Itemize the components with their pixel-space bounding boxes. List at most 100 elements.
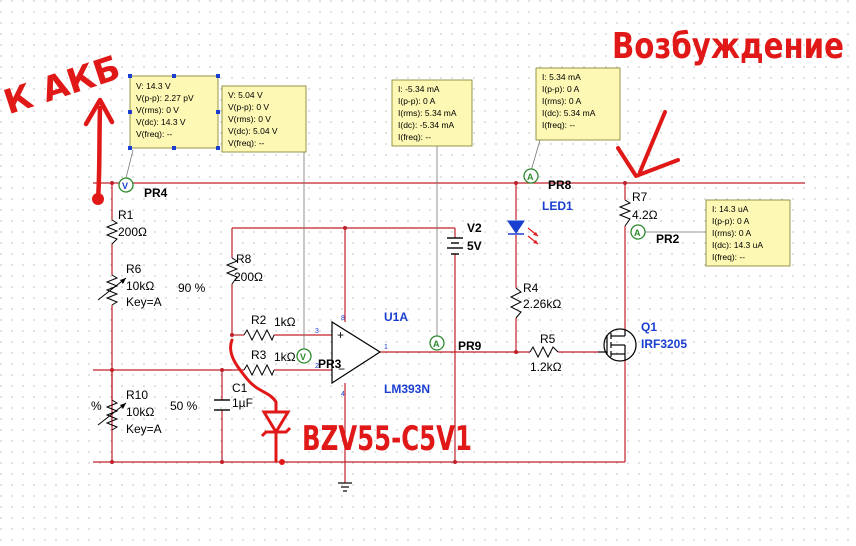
probe-line: I(freq): -- [542, 120, 575, 130]
value-r10: 10kΩ [126, 405, 154, 419]
probe-line: V(p-p): 0 V [228, 102, 269, 112]
label-pr3: PR3 [318, 357, 342, 371]
probe-line: I(rms): 0 A [712, 228, 752, 238]
label-r1: R1 [118, 208, 134, 222]
ammeter-pr2-icon[interactable]: A [630, 224, 646, 240]
component-labels: PR4 PR8 PR2 PR9 PR3 R1 200Ω R6 10kΩ Key=… [91, 178, 687, 436]
led1-symbol [507, 220, 539, 245]
label-q1: Q1 [641, 320, 657, 334]
probe-box-pr8[interactable]: I: 5.34 mA I(p-p): 0 A I(rms): 0 A I(dc)… [535, 67, 621, 141]
label-led1: LED1 [542, 199, 573, 213]
value-r7: 4.2Ω [632, 208, 658, 222]
probe-line: I: 14.3 uA [712, 204, 749, 214]
percent-clipped: % [91, 399, 102, 413]
percent-r6: 90 % [178, 281, 206, 295]
svg-text:A: A [527, 172, 534, 182]
arrow-up-icon [95, 105, 103, 203]
probe-line: I: -5.34 mA [398, 84, 440, 94]
label-v2: V2 [467, 221, 482, 235]
probe-line: V(p-p): 2.27 pV [136, 93, 194, 103]
ammeter-pr9-icon[interactable]: A [429, 335, 445, 351]
value-v2: 5V [467, 239, 482, 253]
probe-meters: V V A A A [118, 168, 646, 364]
label-r7: R7 [632, 190, 648, 204]
probe-box-pr3[interactable]: V: 5.04 V V(p-p): 0 V V(rms): 0 V V(dc):… [221, 85, 307, 153]
label-r10: R10 [126, 388, 148, 402]
label-r8: R8 [236, 252, 252, 266]
svg-text:1: 1 [384, 344, 388, 351]
label-u1a: U1A [384, 310, 408, 324]
label-r6: R6 [126, 262, 142, 276]
label-r3: R3 [251, 348, 267, 362]
voltmeter-pr3-icon[interactable]: V [296, 348, 312, 364]
label-lm393n: LM393N [384, 382, 430, 396]
value-r6: 10kΩ [126, 279, 154, 293]
probe-line: I(freq): -- [398, 132, 431, 142]
label-pr8: PR8 [548, 178, 572, 192]
mosfet-q1 [598, 328, 637, 362]
pot-arrows [120, 278, 126, 409]
annotation-zener: BZV55-C5V1 [302, 419, 472, 459]
probe-line: I(freq): -- [712, 252, 745, 262]
ammeter-pr8-icon[interactable]: A [523, 168, 539, 184]
probe-box-pr2[interactable]: I: 14.3 uA I(p-p): 0 A I(rms): 0 A I(dc)… [705, 199, 791, 267]
ground-symbol [338, 482, 352, 492]
probe-line: I(dc): -5.34 mA [398, 120, 455, 130]
svg-text:2: 2 [315, 363, 319, 370]
probe-line: I(rms): 0 A [542, 96, 582, 106]
label-pr4: PR4 [144, 186, 168, 200]
probe-line: I(rms): 5.34 mA [398, 108, 457, 118]
svg-text:4: 4 [341, 391, 345, 398]
percent-r10: 50 % [170, 399, 198, 413]
value-q1: IRF3205 [641, 337, 687, 351]
voltmeter-pr4-icon[interactable]: V [118, 177, 134, 193]
probe-leaders [125, 139, 706, 350]
probe-line: V(rms): 0 V [136, 105, 179, 115]
svg-text:A: A [433, 339, 440, 349]
svg-text:3: 3 [315, 328, 319, 335]
capacitor-c1 [214, 399, 230, 411]
probe-line: V(dc): 5.04 V [228, 126, 278, 136]
value-c1: 1µF [232, 396, 253, 410]
battery-v2 [447, 237, 463, 255]
probe-line: I: 5.34 mA [542, 72, 581, 82]
probe-line: I(p-p): 0 A [398, 96, 436, 106]
key-r10: Key=A [126, 422, 162, 436]
svg-text:−: − [338, 362, 345, 376]
opamp-u1a: + − 3 2 1 8 4 [315, 315, 388, 398]
label-pr9: PR9 [458, 339, 482, 353]
probe-box-pr4[interactable]: V: 14.3 V V(p-p): 2.27 pV V(rms): 0 V V(… [128, 74, 220, 150]
annotation-excitation: Возбуждение [612, 26, 844, 67]
value-r3: 1kΩ [274, 350, 296, 364]
probe-line: I(p-p): 0 A [542, 84, 580, 94]
value-r8: 200Ω [234, 270, 263, 284]
probe-line: V(rms): 0 V [228, 114, 271, 124]
label-c1: C1 [232, 381, 248, 395]
probe-line: I(dc): 5.34 mA [542, 108, 596, 118]
probe-line: V: 14.3 V [136, 81, 171, 91]
value-r1: 200Ω [118, 225, 147, 239]
zener-diode-icon [261, 410, 291, 435]
probe-box-pr9[interactable]: I: -5.34 mA I(p-p): 0 A I(rms): 5.34 mA … [391, 79, 473, 147]
svg-text:A: A [634, 228, 641, 238]
value-r5: 1.2kΩ [530, 360, 562, 374]
label-r2: R2 [251, 313, 267, 327]
svg-text:8: 8 [341, 315, 345, 322]
label-r5: R5 [540, 332, 556, 346]
label-r4: R4 [523, 281, 539, 295]
label-pr2: PR2 [656, 232, 680, 246]
arrow-down-icon [638, 110, 667, 174]
svg-text:V: V [122, 181, 128, 191]
svg-text:+: + [337, 328, 344, 342]
probe-line: V(freq): -- [136, 129, 173, 139]
value-r4: 2.26kΩ [523, 297, 561, 311]
probe-line: V: 5.04 V [228, 90, 263, 100]
svg-text:V: V [300, 352, 306, 362]
key-r6: Key=A [126, 295, 162, 309]
junctions [110, 181, 627, 464]
value-r2: 1kΩ [274, 315, 296, 329]
probe-line: V(dc): 14.3 V [136, 117, 186, 127]
probe-line: V(freq): -- [228, 138, 265, 148]
probe-line: I(dc): 14.3 uA [712, 240, 763, 250]
